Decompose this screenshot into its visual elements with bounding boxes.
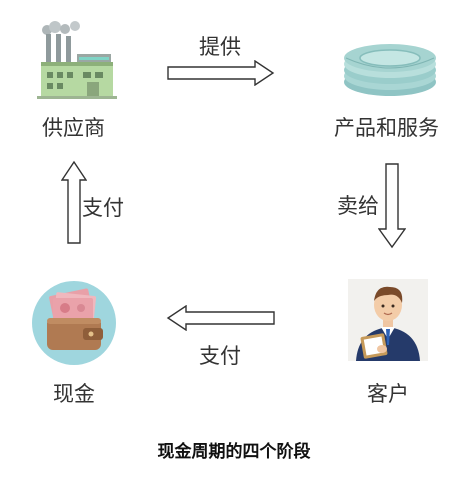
plates-icon — [340, 38, 440, 100]
arrow-down — [378, 163, 406, 249]
arrow-right — [167, 60, 275, 86]
wallet-icon — [31, 280, 117, 366]
arrow-left — [166, 305, 276, 331]
edge-label-pay-bottom: 支付 — [199, 344, 241, 368]
factory-icon — [35, 20, 117, 100]
edge-label-sell: 卖给 — [337, 194, 379, 218]
arrow-up — [61, 160, 87, 244]
edge-label-provide: 提供 — [199, 35, 241, 59]
edge-label-pay-left: 支付 — [82, 196, 124, 220]
businessman-icon — [348, 279, 428, 361]
node-label-product: 产品和服务 — [334, 116, 439, 140]
diagram-caption: 现金周期的四个阶段 — [157, 442, 311, 462]
node-label-customer: 客户 — [367, 382, 409, 406]
node-label-cash: 现金 — [53, 382, 95, 406]
node-label-supplier: 供应商 — [42, 116, 105, 140]
